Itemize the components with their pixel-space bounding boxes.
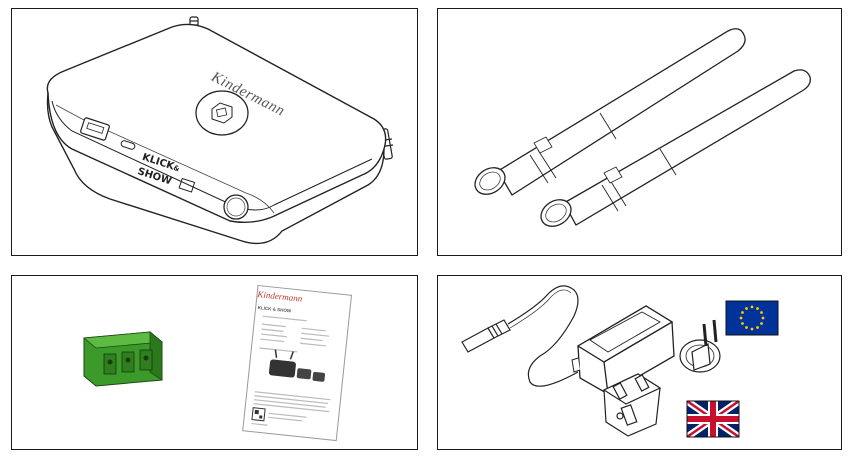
eu-star-icon — [761, 316, 765, 320]
eu-star-icon — [745, 307, 748, 310]
eu-star-icon — [756, 326, 759, 329]
receiver-device-illustration — [46, 16, 394, 245]
eu-flag-stars — [739, 305, 765, 331]
eu-star-icon — [760, 311, 763, 314]
eu-star-icon — [756, 307, 759, 310]
panel-terminal-and-leaflet: Kindermann KLICK & SHOW — [11, 275, 418, 450]
eu-star-icon — [750, 305, 754, 309]
uk-flag-icon — [686, 400, 740, 438]
quick-start-leaflet — [242, 284, 353, 442]
eu-plug-adapter — [679, 319, 721, 373]
antenna-1 — [474, 28, 746, 196]
dc-plug — [461, 319, 511, 353]
eu-star-icon — [750, 327, 754, 331]
uk-plug-adapter — [602, 373, 662, 437]
eu-star-icon — [741, 322, 744, 325]
eu-star-icon — [745, 326, 748, 329]
panel-power-supply — [437, 275, 842, 450]
product-mark-ampersand: & — [172, 163, 181, 174]
terminal-block-illustration — [83, 284, 353, 442]
antenna-2 — [540, 69, 811, 227]
panel-antennas — [437, 8, 842, 256]
power-supply-illustration — [461, 285, 779, 438]
power-adapter-body — [576, 305, 675, 395]
eu-star-icon — [760, 322, 763, 325]
panel-receiver-device: Kindermann KLICK& SHOW — [11, 8, 418, 256]
eu-star-icon — [739, 316, 743, 320]
eu-star-icon — [741, 311, 744, 314]
green-terminal-block — [83, 331, 163, 387]
antennas-illustration — [474, 28, 811, 227]
